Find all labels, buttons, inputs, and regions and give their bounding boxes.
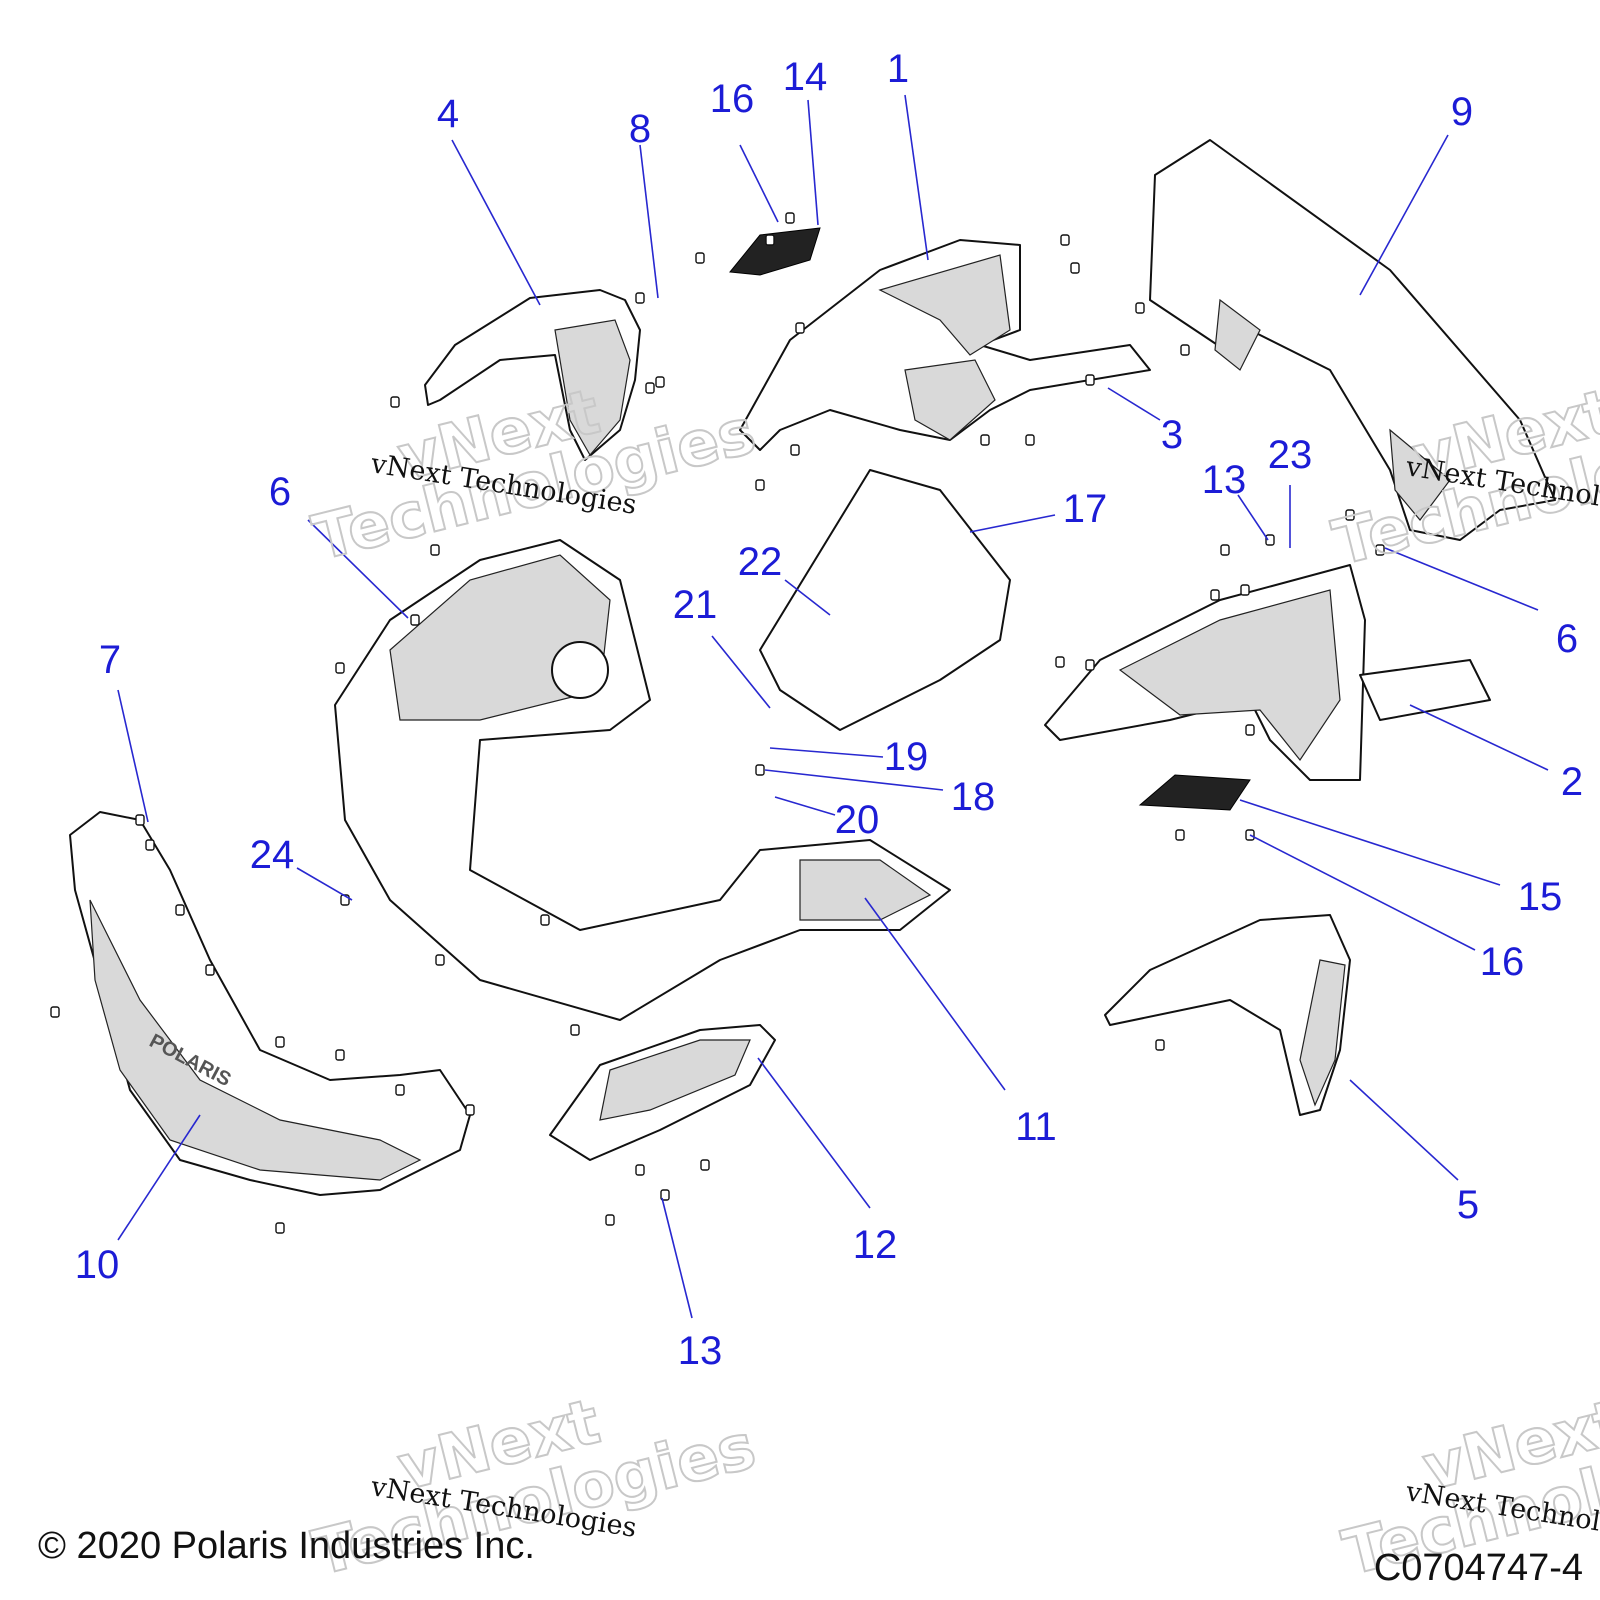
fastener	[1180, 344, 1190, 356]
fastener	[795, 322, 805, 334]
callout-6-left: 6	[269, 470, 291, 514]
fastener	[700, 1159, 710, 1171]
part-11-main-body-tub	[334, 539, 951, 1021]
callout-18: 18	[951, 775, 996, 819]
callout-12: 12	[853, 1223, 898, 1267]
part-14-upper-grille	[729, 227, 821, 276]
fastener	[1085, 374, 1095, 386]
fastener	[1055, 656, 1065, 668]
callout-labels: 1 2 3 4 5 6 6 7 8 9 10 11 12 13 13 14 15…	[75, 47, 1583, 1373]
fastener	[430, 544, 440, 556]
part-9-right-cover-panel	[1149, 139, 1556, 541]
fastener	[980, 434, 990, 446]
callout-16-top: 16	[710, 77, 755, 121]
fastener	[1210, 589, 1220, 601]
fastener	[1155, 1039, 1165, 1051]
callout-16-right: 16	[1480, 940, 1525, 984]
fastener	[135, 814, 145, 826]
fastener	[205, 964, 215, 976]
part-17-center-floor-cover	[759, 469, 1011, 731]
callout-2: 2	[1561, 760, 1583, 804]
fastener	[635, 1164, 645, 1176]
callout-3: 3	[1161, 413, 1183, 457]
callout-15: 15	[1518, 875, 1563, 919]
fastener	[605, 1214, 615, 1226]
fastener	[1345, 509, 1355, 521]
callout-19: 19	[884, 735, 929, 779]
callout-14: 14	[783, 55, 828, 99]
callout-20: 20	[835, 798, 880, 842]
callout-17: 17	[1063, 487, 1108, 531]
fastener	[660, 1189, 670, 1201]
fastener	[50, 1006, 60, 1018]
fastener	[335, 1049, 345, 1061]
fastener	[1375, 544, 1385, 556]
callout-4: 4	[437, 92, 459, 136]
fastener	[1245, 724, 1255, 736]
fastener	[275, 1036, 285, 1048]
fastener	[410, 614, 420, 626]
part-4-left-hood-panel	[424, 289, 641, 461]
part-12-skid-plate	[549, 1024, 776, 1161]
fastener	[1175, 829, 1185, 841]
fastener	[145, 839, 155, 851]
callout-9: 9	[1451, 90, 1473, 134]
fastener	[435, 954, 445, 966]
callout-11: 11	[1015, 1105, 1057, 1149]
fastener	[785, 212, 795, 224]
fastener	[635, 292, 645, 304]
fastener	[655, 376, 665, 388]
callout-23: 23	[1268, 433, 1313, 477]
leader-lines	[117, 94, 1549, 1319]
fastener	[1265, 534, 1275, 546]
fastener	[790, 444, 800, 456]
fastener	[175, 904, 185, 916]
drawing-number: C0704747-4	[1374, 1547, 1583, 1589]
fastener	[1085, 659, 1095, 671]
callout-24: 24	[250, 833, 295, 877]
callout-22: 22	[738, 540, 783, 584]
fasteners-group	[50, 212, 1385, 1234]
copyright-text: © 2020 Polaris Industries Inc.	[38, 1525, 535, 1567]
fastener	[390, 396, 400, 408]
callout-13-right: 13	[1202, 458, 1247, 502]
part-1-center-dash-panel	[739, 239, 1151, 451]
fastener	[395, 1084, 405, 1096]
part-2-right-side-panel	[1044, 564, 1491, 781]
callout-6-right: 6	[1556, 617, 1578, 661]
part-5-right-lower-fender	[1104, 914, 1351, 1116]
fastener	[465, 1104, 475, 1116]
fastener	[755, 479, 765, 491]
fastener	[1025, 434, 1035, 446]
part-15-lower-grille	[1138, 774, 1251, 811]
callout-10: 10	[75, 1243, 120, 1287]
fastener	[1240, 584, 1250, 596]
callout-1: 1	[887, 47, 909, 91]
fastener	[275, 1222, 285, 1234]
fastener	[1070, 262, 1080, 274]
fastener	[540, 914, 550, 926]
fastener	[755, 764, 765, 776]
callout-8: 8	[629, 107, 651, 151]
fastener	[570, 1024, 580, 1036]
fastener	[1135, 302, 1145, 314]
fastener	[1220, 544, 1230, 556]
callout-5: 5	[1457, 1183, 1479, 1227]
callout-21: 21	[673, 583, 718, 627]
fastener	[1060, 234, 1070, 246]
callout-7: 7	[99, 638, 121, 682]
fastener	[335, 662, 345, 674]
fastener	[645, 382, 655, 394]
fastener	[765, 234, 775, 246]
callout-13-bottom: 13	[678, 1329, 723, 1373]
fastener	[695, 252, 705, 264]
